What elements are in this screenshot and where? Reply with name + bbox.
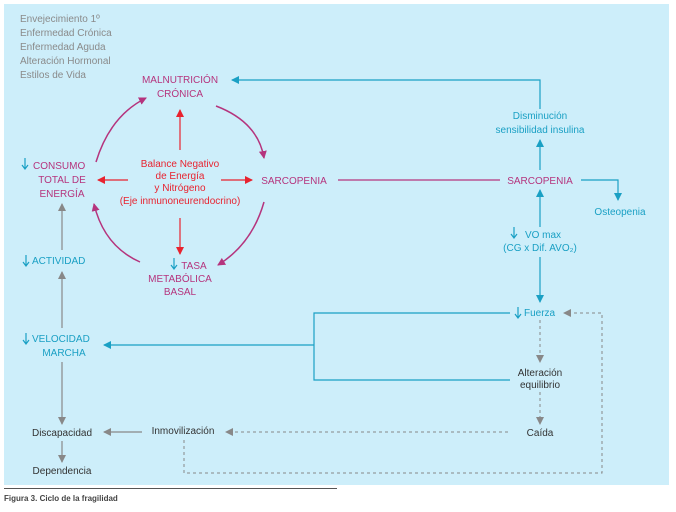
actividad-node: ACTIVIDAD <box>22 255 85 267</box>
decrease-arrow-icon <box>22 333 30 345</box>
alteracion-node: Alteración equilibrio <box>518 368 562 391</box>
arrow-sarcopenia-to-osteopenia <box>581 179 622 201</box>
tasa-node: TASA METABÓLICA BASAL <box>148 258 212 298</box>
factor-item: Estilos de Vida <box>20 70 86 81</box>
vo-max-line: (CG x Dif. AVO₂) <box>503 243 577 254</box>
figure-caption: Figura 3. Ciclo de la fragilidad <box>4 494 118 503</box>
balance-line: de Energía <box>156 171 205 182</box>
disminucion-line: sensibilidad insulina <box>496 125 585 136</box>
factor-item: Enfermedad Aguda <box>20 42 106 53</box>
decrease-arrow-icon <box>21 158 29 170</box>
factor-item: Envejecimiento 1º <box>20 14 100 25</box>
tasa-line: TASA <box>181 261 207 272</box>
velocidad-node: VELOCIDAD MARCHA <box>22 333 90 359</box>
cycle-arcs <box>91 97 267 266</box>
dashed-connectors <box>183 309 603 474</box>
tasa-line: METABÓLICA <box>148 272 212 285</box>
fuerza-label: Fuerza <box>524 308 556 319</box>
decrease-arrow-icon <box>22 255 30 267</box>
caida-node: Caída <box>527 428 554 439</box>
arc-malnutricion-to-sarcopenia <box>215 105 267 159</box>
consumo-node: CONSUMO TOTAL DE ENERGÍA <box>21 158 86 200</box>
decrease-arrow-icon <box>510 227 518 239</box>
disminucion-node: Disminución sensibilidad insulina <box>496 111 585 136</box>
balance-node: Balance Negativo de Energía y Nitrógeno … <box>120 159 241 207</box>
velocidad-line: VELOCIDAD <box>32 334 90 345</box>
balance-line: y Nitrógeno <box>154 183 206 194</box>
factor-item: Enfermedad Crónica <box>20 28 112 39</box>
arc-consumo-to-malnutricion <box>95 97 147 163</box>
arc-sarcopenia-to-tasa <box>217 201 265 266</box>
vo-max-line: VO max <box>525 230 561 241</box>
actividad-label: ACTIVIDAD <box>32 256 85 267</box>
tasa-line: BASAL <box>164 287 197 298</box>
sarcopenia-right: SARCOPENIA <box>507 176 573 187</box>
balance-line: Balance Negativo <box>141 159 220 170</box>
decrease-arrow-icon <box>514 307 522 319</box>
left-column-arrows <box>58 203 142 463</box>
caption-rule <box>4 488 337 489</box>
consumo-line: CONSUMO <box>33 161 85 172</box>
disminucion-line: Disminución <box>513 111 567 122</box>
fuerza-node: Fuerza <box>514 307 556 319</box>
factor-item: Alteración Hormonal <box>20 56 111 67</box>
bracket-fuerza-alteracion <box>313 312 510 381</box>
discapacidad-node: Discapacidad <box>32 428 92 439</box>
consumo-line: ENERGÍA <box>39 187 84 200</box>
vo-max-node: VO max (CG x Dif. AVO₂) <box>503 227 577 254</box>
alteracion-line: equilibrio <box>520 380 560 391</box>
consumo-line: TOTAL DE <box>38 175 86 186</box>
alteracion-line: Alteración <box>518 368 562 379</box>
decrease-arrow-icon <box>170 258 178 270</box>
osteopenia-node: Osteopenia <box>594 207 646 218</box>
dependencia-node: Dependencia <box>33 466 92 477</box>
malnutricion-line: CRÓNICA <box>157 87 203 100</box>
sarcopenia-left: SARCOPENIA <box>261 176 327 187</box>
fragility-cycle-diagram: Envejecimiento 1º Enfermedad Crónica Enf… <box>20 14 646 477</box>
factors-list: Envejecimiento 1º Enfermedad Crónica Enf… <box>20 14 112 81</box>
balance-arrows <box>97 109 253 255</box>
malnutricion-line: MALNUTRICIÓN <box>142 73 218 86</box>
velocidad-line: MARCHA <box>42 348 86 359</box>
dashed-loop-to-fuerza <box>183 309 603 474</box>
right-side-arrows <box>103 76 622 381</box>
arc-tasa-to-consumo <box>91 203 141 263</box>
arrow-disminucion-to-malnutricion <box>231 76 541 109</box>
balance-line: (Eje inmunoneurendocrino) <box>120 196 241 207</box>
malnutricion-node: MALNUTRICIÓN CRÓNICA <box>142 73 218 100</box>
inmovilizacion-node: Inmovilización <box>152 426 215 437</box>
